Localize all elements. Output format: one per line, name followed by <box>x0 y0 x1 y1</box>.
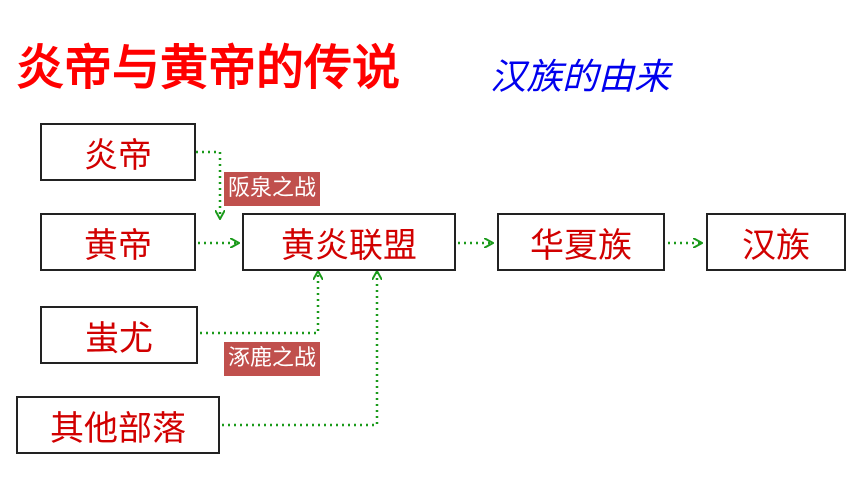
node-alliance: 黄炎联盟 <box>242 213 456 271</box>
node-huangdi: 黄帝 <box>40 213 196 271</box>
arrow-chiyou-to-alliance <box>200 272 318 335</box>
page-title: 炎帝与黄帝的传说 <box>16 40 401 96</box>
label-zhuolu-battle: 涿鹿之战 <box>224 342 321 376</box>
node-other-tribes: 其他部落 <box>16 396 220 454</box>
node-huaxia: 华夏族 <box>497 213 665 271</box>
node-han: 汉族 <box>706 213 846 271</box>
page-subtitle: 汉族的由来 <box>490 57 671 98</box>
node-chiyou: 蚩尤 <box>40 306 198 364</box>
node-yandi: 炎帝 <box>40 123 196 181</box>
arrow-yandi-to-alliance <box>196 150 220 218</box>
label-banquan-battle: 阪泉之战 <box>224 172 321 206</box>
